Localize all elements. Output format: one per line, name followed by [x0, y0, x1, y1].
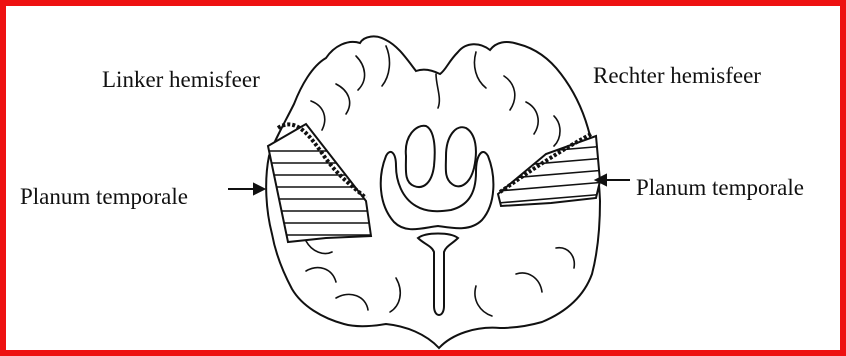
planum-temporale-left-label: Planum temporale [20, 185, 188, 208]
left-hemisphere-label: Linker hemisfeer [102, 68, 260, 91]
planum-temporale-right-label: Planum temporale [636, 176, 804, 199]
right-hemisphere-label: Rechter hemisfeer [593, 64, 761, 87]
arrow-right [596, 175, 630, 185]
arrow-left [228, 184, 264, 194]
